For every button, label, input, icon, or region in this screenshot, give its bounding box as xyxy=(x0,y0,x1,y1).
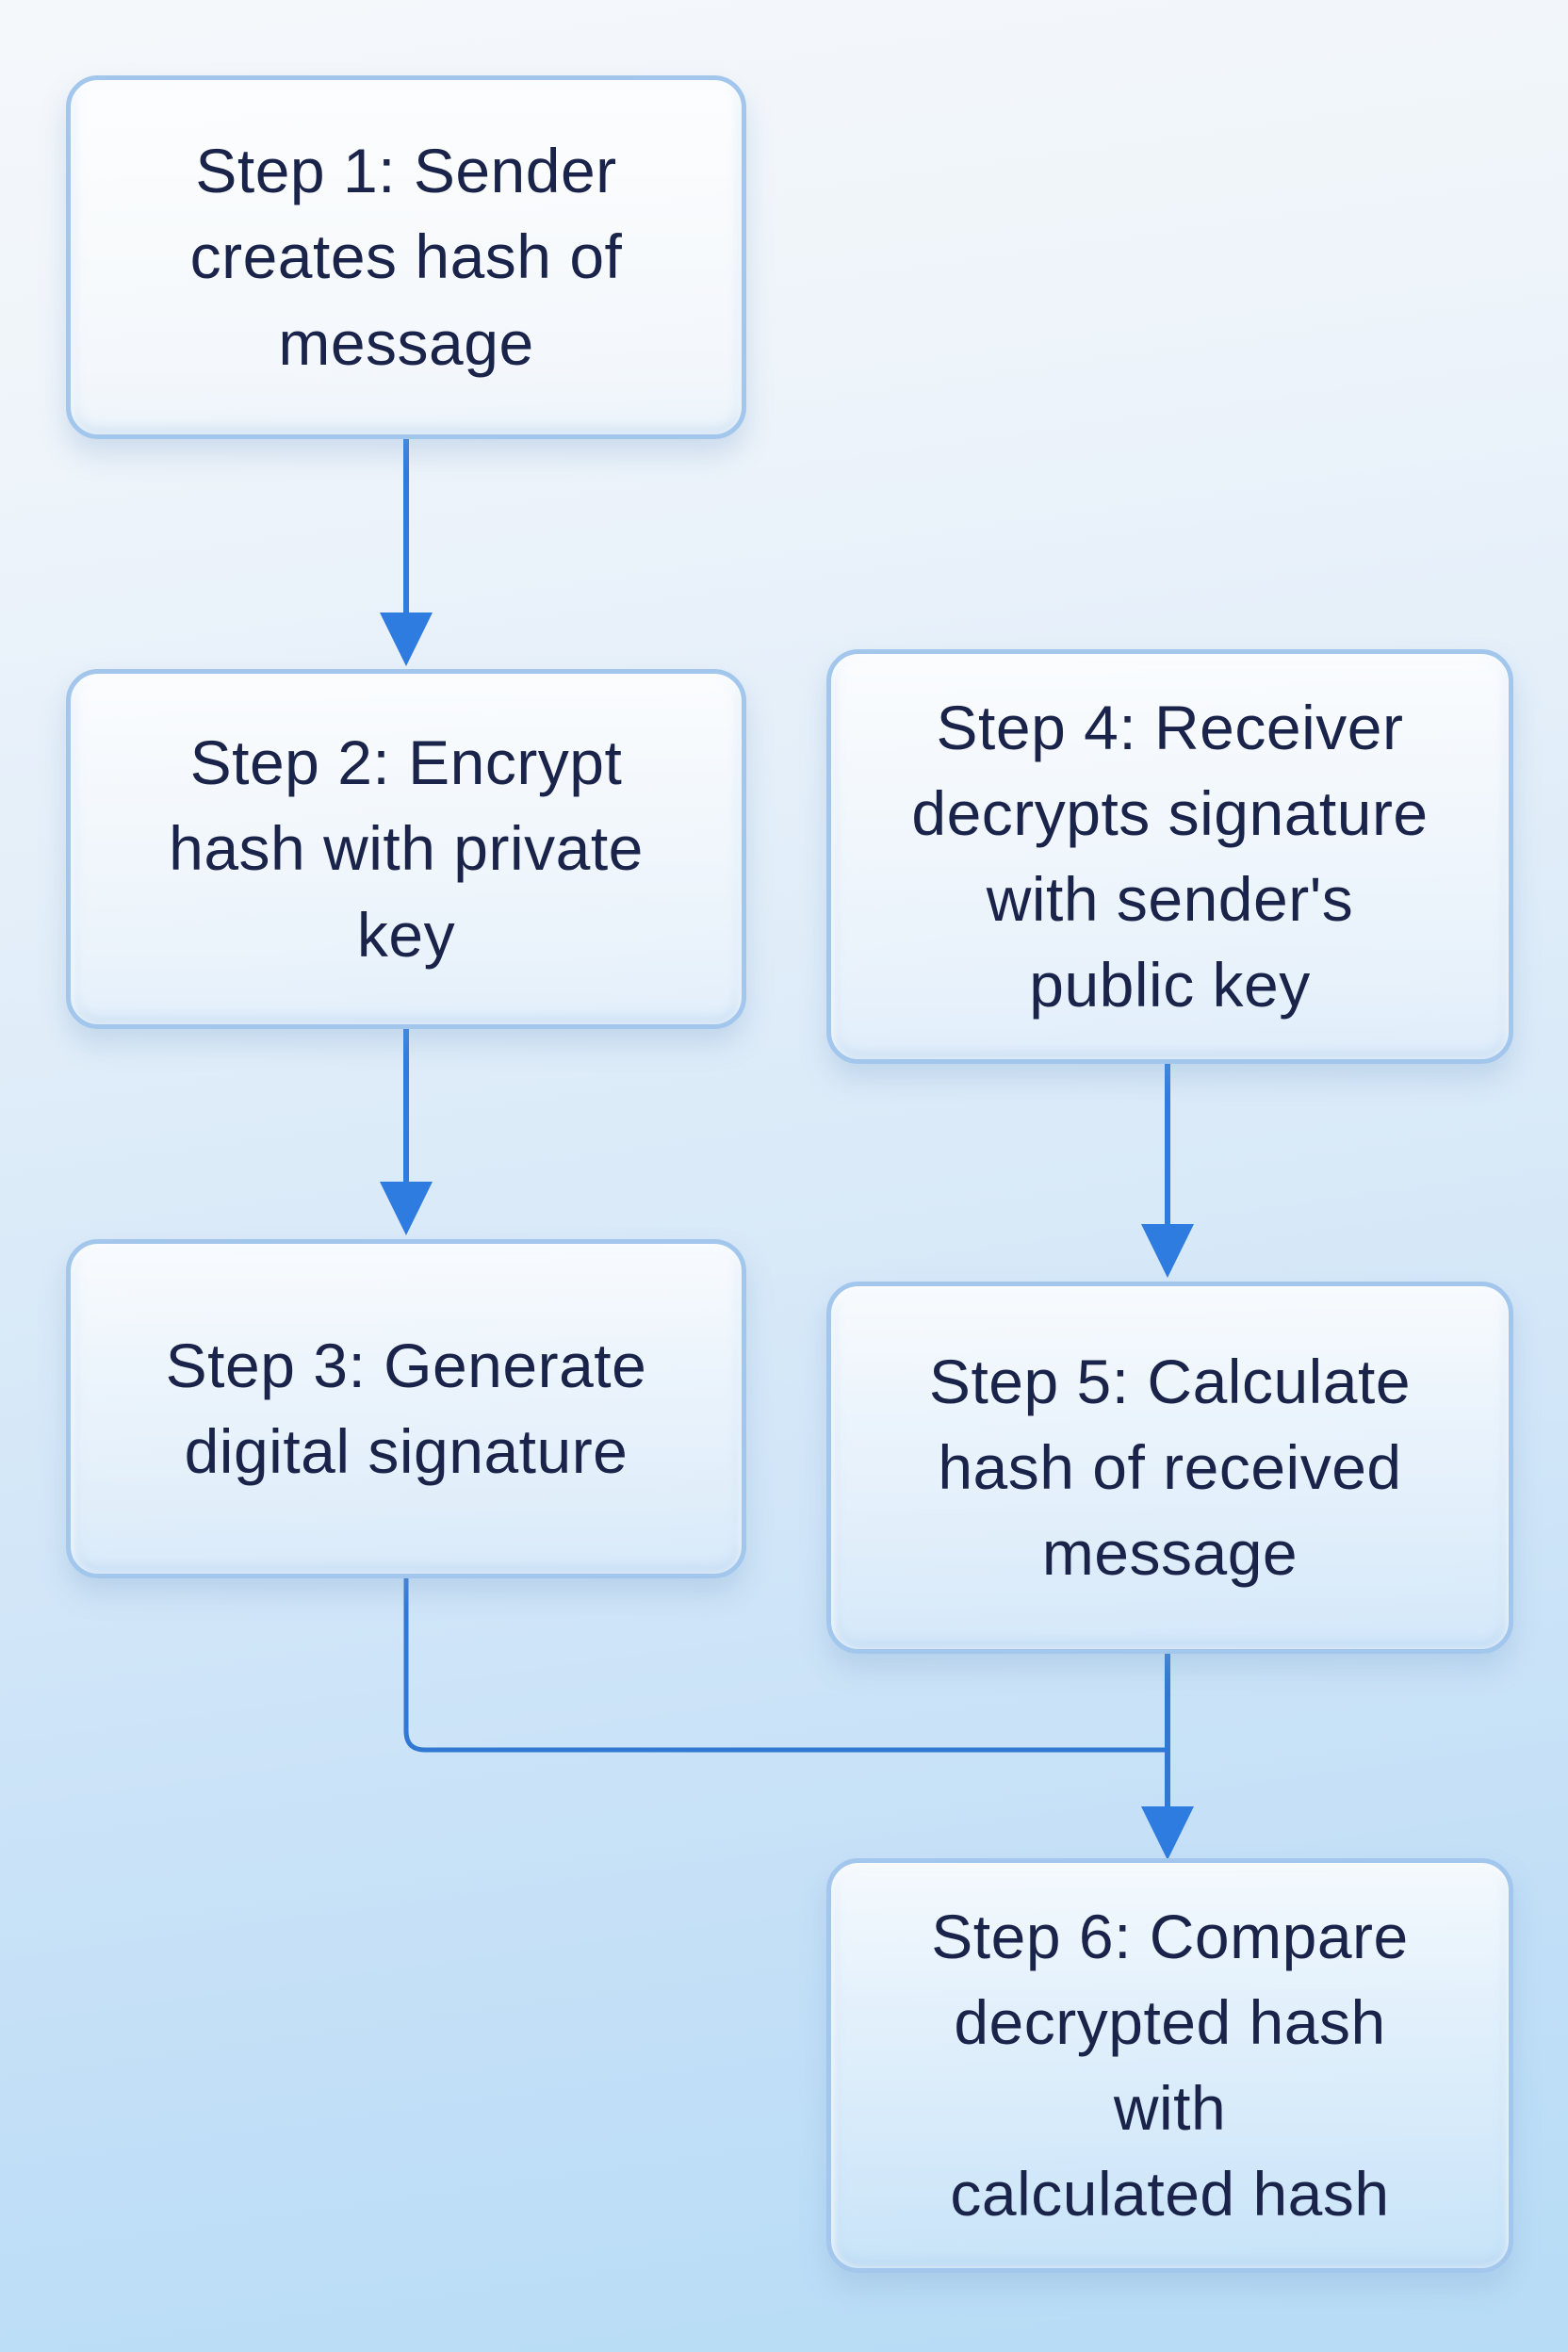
step-3-label: Step 3: Generate digital signature xyxy=(165,1330,647,1486)
step-2-box: Step 2: Encrypt hash with private key xyxy=(66,669,746,1029)
arrowhead-step2-icon xyxy=(380,612,433,666)
arrowhead-step3-icon xyxy=(380,1182,433,1235)
step-2-label: Step 2: Encrypt hash with private key xyxy=(169,727,644,970)
step-5-label: Step 5: Calculate hash of received messa… xyxy=(928,1346,1412,1589)
step-6-box: Step 6: Compare decrypted hash with calc… xyxy=(826,1858,1513,2273)
step-1-label: Step 1: Sender creates hash of message xyxy=(189,136,623,378)
step-6-label: Step 6: Compare decrypted hash with calc… xyxy=(931,1901,1409,2230)
step-4-label: Step 4: Receiver decrypts signature with… xyxy=(911,692,1429,1021)
step-5-box: Step 5: Calculate hash of received messa… xyxy=(826,1282,1513,1654)
step-1-box: Step 1: Sender creates hash of message xyxy=(66,75,746,439)
step-4-box: Step 4: Receiver decrypts signature with… xyxy=(826,649,1513,1064)
step-3-box: Step 3: Generate digital signature xyxy=(66,1239,746,1578)
arrowhead-step6-icon xyxy=(1141,1806,1194,1860)
arrowhead-step5-icon xyxy=(1141,1224,1194,1278)
